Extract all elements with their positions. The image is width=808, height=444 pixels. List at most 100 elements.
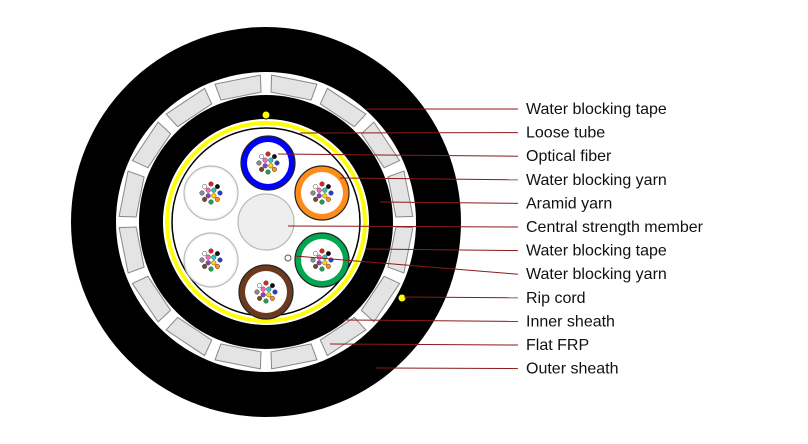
optical-fiber — [214, 184, 220, 190]
optical-fiber — [217, 190, 223, 196]
central-strength-member — [237, 193, 295, 251]
optical-fiber — [310, 257, 316, 263]
optical-fiber — [208, 199, 214, 205]
leader-line-inner-sheath — [343, 319, 519, 322]
label-outer-sheath: Outer sheath — [526, 361, 619, 378]
optical-fiber — [319, 199, 325, 205]
leader-lines — [277, 108, 519, 370]
optical-fiber — [263, 280, 269, 286]
leader-line-outer-sheath — [375, 367, 519, 370]
optical-fiber — [211, 187, 217, 193]
label-optical-fiber: Optical fiber — [526, 148, 612, 165]
tube-gel — [301, 172, 343, 214]
optical-fiber — [266, 292, 272, 298]
optical-fiber — [202, 184, 208, 190]
flat-frp-ring — [118, 74, 414, 370]
label-water-blocking-yarn-1: Water blocking yarn — [526, 172, 667, 189]
frp-segment — [214, 343, 262, 370]
label-water-blocking-tape-inner: Water blocking tape — [526, 243, 667, 260]
label-water-blocking-yarn-2: Water blocking yarn — [526, 266, 667, 283]
leader-line-water-blocking-yarn-1 — [339, 177, 519, 181]
optical-fiber — [259, 166, 265, 172]
optical-fiber — [319, 181, 325, 187]
optical-fiber — [268, 163, 274, 169]
frp-segment — [387, 226, 414, 274]
optical-fiber — [319, 248, 325, 254]
optical-fiber — [313, 263, 319, 269]
frp-segment — [387, 170, 414, 218]
loose-tubes — [183, 135, 350, 320]
optical-fiber — [328, 190, 334, 196]
leader-line-water-blocking-yarn-2 — [294, 255, 519, 275]
optical-fiber — [262, 157, 268, 163]
optical-fiber — [272, 289, 278, 295]
loose-tube-white-lower — [183, 232, 239, 288]
frp-segment — [270, 343, 318, 370]
frp-segment — [165, 316, 213, 357]
leader-line-flat-frp — [329, 343, 519, 346]
optical-fiber — [322, 193, 328, 199]
optical-fiber — [316, 260, 322, 266]
loose-tube-blue — [240, 135, 296, 191]
optical-fiber — [211, 260, 217, 266]
optical-fiber — [260, 292, 266, 298]
optical-fiber — [266, 286, 272, 292]
label-central-strength-member: Central strength member — [526, 219, 704, 236]
frp-segment — [319, 316, 367, 357]
frp-segment — [131, 121, 172, 169]
rip-cord-top — [261, 110, 271, 120]
optical-fiber — [205, 260, 211, 266]
optical-fiber — [313, 251, 319, 257]
optical-fiber — [217, 257, 223, 263]
frp-segment — [319, 87, 367, 128]
optical-fiber — [274, 160, 280, 166]
frp-segment — [118, 170, 145, 218]
optical-fiber — [268, 157, 274, 163]
optical-fiber — [199, 257, 205, 263]
optical-fiber — [316, 187, 322, 193]
frp-segment — [165, 87, 213, 128]
label-aramid-yarn: Aramid yarn — [526, 195, 612, 212]
label-rip-cord: Rip cord — [526, 290, 586, 307]
optical-fiber — [262, 163, 268, 169]
optical-fiber — [316, 254, 322, 260]
tube-gel — [247, 142, 289, 184]
optical-fiber — [322, 187, 328, 193]
optical-fiber — [265, 169, 271, 175]
label-loose-tube: Loose tube — [526, 125, 605, 142]
leader-line-water-blocking-tape-inner — [365, 248, 519, 252]
optical-fiber — [310, 190, 316, 196]
optical-fiber — [260, 286, 266, 292]
optical-fiber — [325, 184, 331, 190]
frp-segment — [360, 121, 401, 169]
optical-fiber — [208, 248, 214, 254]
loose-tube-white-upper — [183, 165, 239, 221]
optical-fiber — [313, 196, 319, 202]
aramid-yarn-ring — [165, 121, 367, 323]
optical-fiber — [205, 193, 211, 199]
optical-fiber — [313, 184, 319, 190]
frp-segment — [131, 275, 172, 323]
tube-gel — [186, 235, 236, 285]
optical-fiber — [256, 160, 262, 166]
optical-fiber — [269, 295, 275, 301]
optical-fiber — [271, 166, 277, 172]
optical-fiber — [325, 196, 331, 202]
leader-line-rip-cord — [403, 296, 519, 299]
optical-fiber — [214, 251, 220, 257]
rip-cord-right — [397, 293, 407, 303]
tube-gel — [245, 271, 287, 313]
frp-segment — [360, 275, 401, 323]
frp-segment — [118, 226, 145, 274]
optical-fiber — [269, 283, 275, 289]
label-inner-sheath: Inner sheath — [526, 313, 615, 330]
optical-fiber — [211, 193, 217, 199]
leader-line-aramid-yarn — [379, 201, 519, 204]
frp-segment — [214, 74, 262, 101]
optical-fiber — [325, 263, 331, 269]
optical-fiber — [202, 196, 208, 202]
frp-segment — [270, 74, 318, 101]
optical-fiber — [322, 260, 328, 266]
optical-fiber — [214, 263, 220, 269]
